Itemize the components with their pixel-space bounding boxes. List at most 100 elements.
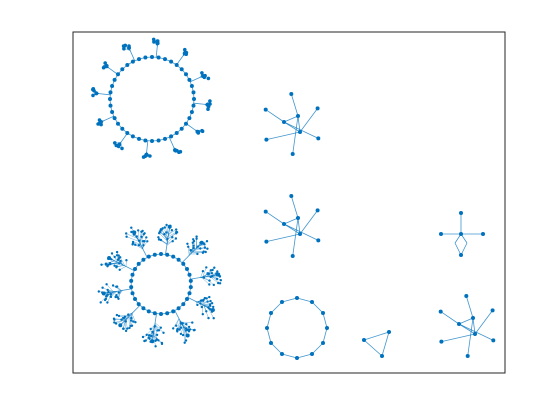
graph-node: [187, 330, 191, 333]
graph-node: [210, 272, 214, 275]
graph-node: [316, 238, 321, 243]
graph-edge: [131, 313, 136, 323]
graph-node: [150, 334, 153, 338]
graph-node: [141, 306, 146, 311]
graph-node: [127, 45, 131, 50]
graph-node: [107, 256, 112, 260]
graph-node: [289, 92, 294, 96]
graph-node: [185, 333, 190, 338]
graph-node: [160, 342, 164, 346]
graph-node: [120, 318, 123, 321]
graph-node: [141, 335, 145, 339]
graph-node: [209, 299, 212, 303]
graph-node: [125, 131, 130, 135]
graph-node: [108, 103, 113, 108]
graph-node: [179, 126, 184, 131]
graph-node: [119, 259, 122, 263]
graph-edge: [292, 115, 299, 155]
graph-edge: [106, 284, 114, 293]
graph-node: [122, 316, 125, 319]
graph-node: [117, 297, 120, 300]
graph-node: [110, 84, 115, 88]
graph-node: [189, 84, 194, 88]
graph-node: [181, 261, 186, 266]
graph-edge: [201, 277, 210, 285]
graph-node: [106, 288, 109, 292]
graph-node: [107, 290, 110, 294]
graph-node: [282, 120, 286, 124]
graph-node: [152, 252, 157, 257]
graph-node: [183, 47, 187, 52]
graph-node: [125, 63, 130, 67]
graph-node: [132, 320, 135, 323]
graph-edge: [296, 297, 313, 303]
nodes-ring-with-dense-tufts: [97, 223, 222, 348]
graph-node: [144, 152, 149, 157]
graph-node: [117, 291, 121, 294]
graph-node: [263, 107, 268, 112]
graph-edge: [363, 331, 390, 341]
graph-edge: [184, 329, 187, 341]
graph-node: [457, 322, 461, 326]
graph-edge: [154, 324, 164, 333]
graph-node: [153, 325, 156, 328]
graph-node: [188, 285, 193, 290]
graph-node: [144, 339, 147, 342]
graph-node: [135, 235, 138, 238]
graph-node: [170, 229, 174, 232]
graph-node: [130, 324, 134, 327]
graph-node: [199, 247, 202, 250]
graph-node: [146, 254, 151, 259]
graph-node: [117, 142, 122, 147]
graph-node: [217, 281, 220, 285]
graph-edge: [465, 295, 474, 319]
graph-node: [280, 300, 284, 304]
graph-node: [106, 265, 109, 268]
graph-node: [174, 237, 178, 240]
graph-node: [146, 240, 149, 243]
graph-node: [209, 269, 212, 272]
edges-triangle: [363, 331, 390, 357]
graph-node: [269, 341, 273, 345]
graph-node: [97, 290, 101, 293]
graph-node: [92, 88, 96, 93]
graph-node: [191, 90, 196, 95]
graph-edge: [128, 316, 130, 328]
graph-node: [125, 232, 128, 235]
axes-frame: [72, 31, 506, 374]
graph-node: [130, 319, 133, 322]
graph-node: [186, 242, 189, 245]
graph-node: [113, 321, 116, 324]
graph-edge: [153, 333, 156, 341]
graph-node: [174, 131, 179, 135]
graph-edge: [160, 239, 168, 244]
graph-node: [181, 322, 184, 325]
graph-node: [196, 303, 199, 307]
graph-edge: [168, 231, 177, 237]
graph-node: [103, 298, 107, 302]
graph-edge: [166, 241, 173, 246]
graph-node: [124, 329, 128, 333]
graph-node: [200, 305, 203, 309]
graph-node: [101, 291, 106, 296]
graph-node: [143, 240, 146, 243]
graph-node: [127, 313, 130, 316]
graph-node: [295, 296, 299, 300]
graph-edge: [290, 195, 299, 219]
graph-node: [157, 238, 161, 241]
graph-edge: [180, 326, 184, 334]
graph-node: [213, 266, 216, 269]
graph-node: [459, 253, 463, 257]
graph-node: [151, 330, 154, 334]
graph-node: [110, 252, 114, 255]
graph-edge: [283, 217, 299, 225]
graph-node: [173, 148, 177, 153]
graph-edge: [118, 290, 122, 299]
graph-node: [208, 279, 211, 282]
graph-node: [269, 311, 273, 315]
graph-node: [212, 317, 215, 320]
graph-node: [113, 141, 117, 145]
graph-edge: [467, 317, 474, 357]
graph-node: [206, 76, 211, 81]
